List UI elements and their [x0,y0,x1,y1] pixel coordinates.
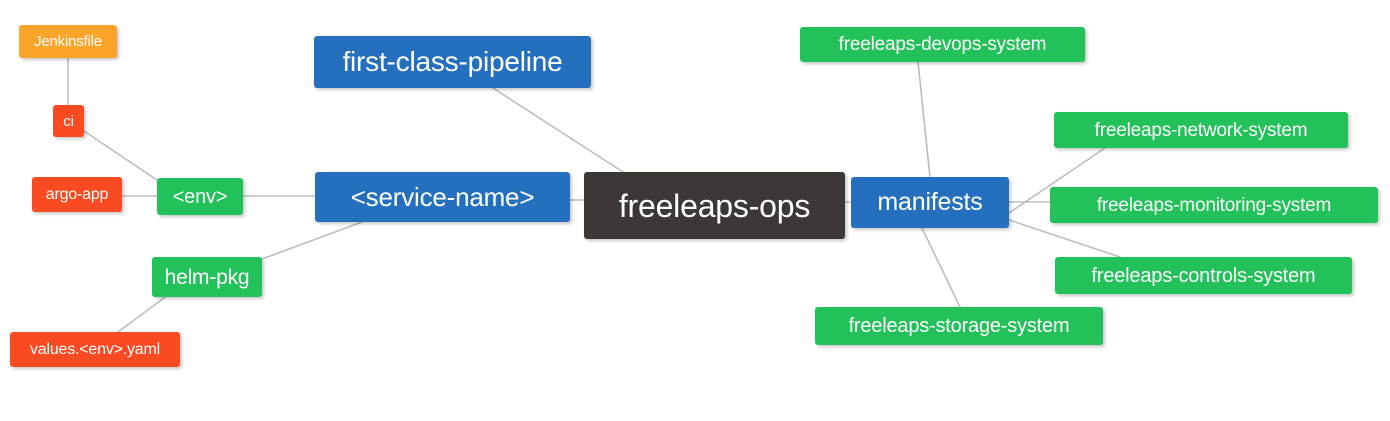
node-label: first-class-pipeline [342,46,563,77]
node-first-class-pipeline[interactable]: first-class-pipeline [314,36,591,88]
node-freeleaps-storage-system[interactable]: freeleaps-storage-system [815,307,1103,345]
node-label: Jenkinsfile [34,33,102,50]
node-label: argo-app [45,185,109,203]
edge-service-name-to-helm-pkg [261,221,363,260]
node-env[interactable]: <env> [157,178,243,215]
node-argo-app[interactable]: argo-app [32,177,122,212]
node-manifests[interactable]: manifests [851,177,1009,228]
edge-manifests-to-freeleaps-controls-system [1008,219,1121,258]
node-freeleaps-network-system[interactable]: freeleaps-network-system [1054,112,1348,148]
node-label: freeleaps-ops [618,187,811,224]
edge-first-class-pipeline-to-freeleaps-ops [492,87,624,173]
node-freeleaps-monitoring-system[interactable]: freeleaps-monitoring-system [1050,187,1378,223]
node-jenkinsfile[interactable]: Jenkinsfile [19,25,117,58]
node-label: freeleaps-monitoring-system [1096,194,1332,216]
node-label: freeleaps-devops-system [838,34,1047,55]
node-freeleaps-devops-system[interactable]: freeleaps-devops-system [800,27,1085,62]
node-freeleaps-controls-system[interactable]: freeleaps-controls-system [1055,257,1352,294]
node-values-env-yaml[interactable]: values.<env>.yaml [10,332,180,367]
edge-ci-to-env [83,130,158,181]
node-label: freeleaps-network-system [1094,119,1308,141]
node-ci[interactable]: ci [53,105,84,137]
edge-manifests-to-freeleaps-storage-system [921,227,961,308]
edge-helm-pkg-to-values-env-yaml [117,291,173,333]
node-label: <service-name> [350,182,535,212]
node-label: values.<env>.yaml [29,340,160,358]
node-label: freeleaps-storage-system [848,315,1070,337]
node-helm-pkg[interactable]: helm-pkg [152,257,262,297]
node-label: helm-pkg [164,265,250,289]
node-service-name[interactable]: <service-name> [315,172,570,222]
node-freeleaps-ops[interactable]: freeleaps-ops [584,172,845,239]
node-label: <env> [172,185,228,208]
node-label: ci [63,112,74,130]
node-label: manifests [877,188,983,216]
node-label: freeleaps-controls-system [1091,264,1316,287]
edge-manifests-to-freeleaps-devops-system [917,61,931,178]
